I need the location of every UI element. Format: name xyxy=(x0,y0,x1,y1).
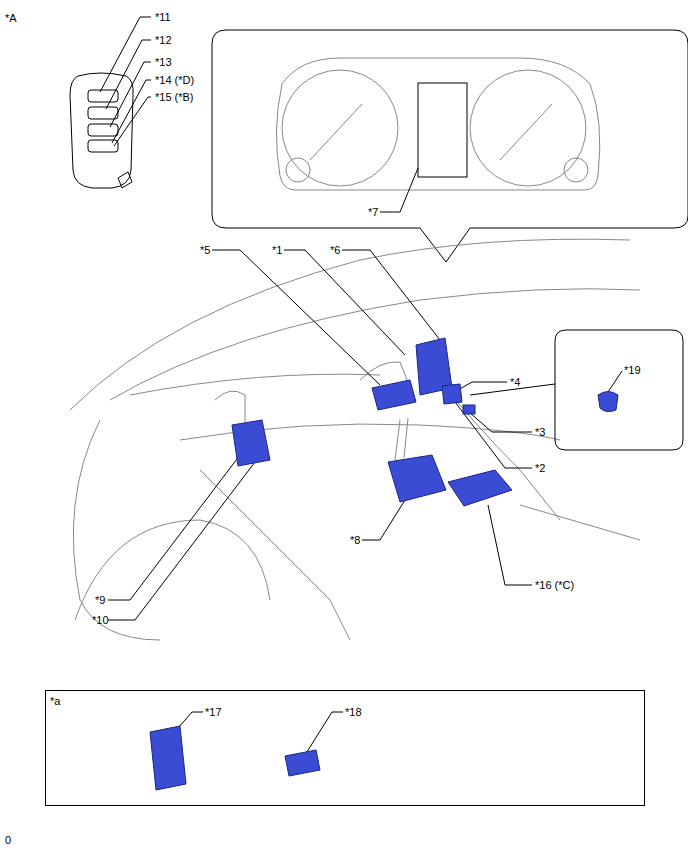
callout-number: *11 xyxy=(155,11,171,23)
callout-number: *19 xyxy=(624,364,641,376)
callout-number: *15 (*B) xyxy=(155,91,194,103)
callout-number: *5 xyxy=(200,244,210,256)
callout-number: *12 xyxy=(155,34,172,46)
callout-number: *7 xyxy=(368,206,378,218)
callout-number: *17 xyxy=(205,706,222,718)
callout-number: *16 (*C) xyxy=(535,579,574,591)
callout-number: *18 xyxy=(345,706,362,718)
callout-number: *10 xyxy=(92,614,109,626)
callout-number: *1 xyxy=(272,244,282,256)
callout-number: *A xyxy=(5,12,17,24)
callout-number: *14 (*D) xyxy=(155,74,194,86)
box-label: *a xyxy=(50,695,60,707)
callout-number: *8 xyxy=(350,534,360,546)
callout-number: *9 xyxy=(95,594,105,606)
callout-number: *13 xyxy=(155,56,172,68)
callout-number: *4 xyxy=(510,376,520,388)
callout-number: 0 xyxy=(5,834,11,846)
callout-number: *2 xyxy=(535,462,545,474)
callout-number: *6 xyxy=(330,244,340,256)
callout-number: *3 xyxy=(535,426,545,438)
